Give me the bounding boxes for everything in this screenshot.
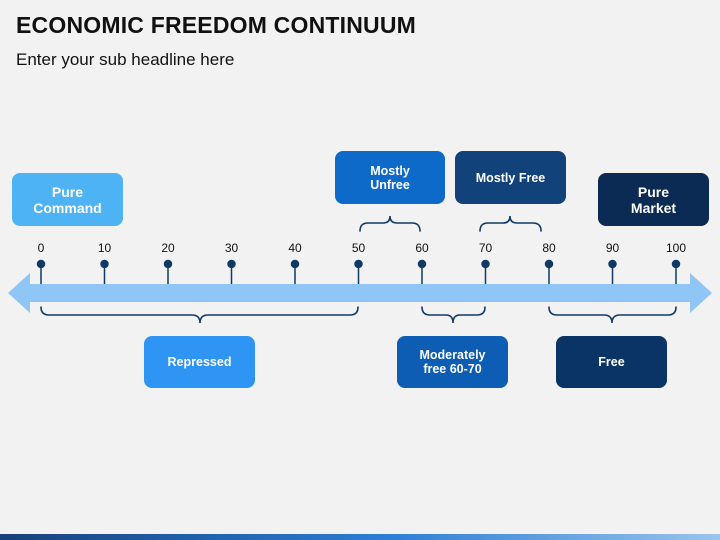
tick-dot-10 xyxy=(100,259,109,269)
free-box: Free xyxy=(556,336,667,388)
tick-label-80: 80 xyxy=(542,241,556,255)
tick-dot-70 xyxy=(481,259,490,269)
repressed-box: Repressed xyxy=(144,336,255,388)
brace-bottom-repressed xyxy=(40,306,359,324)
tick-dot-100 xyxy=(671,259,681,269)
tick-marks xyxy=(36,259,681,284)
tick-label-60: 60 xyxy=(415,241,429,255)
brace-top-mostly-unfree xyxy=(359,215,421,232)
tick-label-0: 0 xyxy=(37,241,45,255)
tick-label-10: 10 xyxy=(97,241,112,255)
pure-command-box: Pure Command xyxy=(12,173,123,226)
mostly-free-box: Mostly Free xyxy=(455,151,566,204)
tick-dot-90 xyxy=(608,259,617,269)
brace-top-mostly-free xyxy=(479,215,542,232)
brace-bottom-free xyxy=(548,306,677,324)
moderately-free-box: Moderately free 60-70 xyxy=(397,336,508,388)
tick-label-50: 50 xyxy=(351,241,366,255)
tick-label-70: 70 xyxy=(478,241,493,255)
tick-dot-60 xyxy=(417,259,427,269)
tick-dot-0 xyxy=(36,259,46,269)
tick-dot-50 xyxy=(354,259,363,269)
tick-dot-40 xyxy=(290,259,300,269)
tick-label-20: 20 xyxy=(161,241,175,255)
tick-dot-20 xyxy=(163,259,173,269)
brace-bottom-moderately-free xyxy=(421,306,486,324)
tick-label-90: 90 xyxy=(605,241,620,255)
pure-market-box: Pure Market xyxy=(598,173,709,226)
double-arrow-icon xyxy=(8,273,712,313)
tick-label-40: 40 xyxy=(288,241,302,255)
mostly-unfree-box: Mostly Unfree xyxy=(335,151,445,204)
footer-accent-bar xyxy=(0,534,720,540)
tick-dot-30 xyxy=(227,259,236,269)
tick-label-30: 30 xyxy=(224,241,239,255)
tick-dot-80 xyxy=(544,259,554,269)
tick-label-100: 100 xyxy=(665,241,687,255)
page-title: ECONOMIC FREEDOM CONTINUUM xyxy=(16,12,417,38)
page-subtitle: Enter your sub headline here xyxy=(16,50,235,69)
